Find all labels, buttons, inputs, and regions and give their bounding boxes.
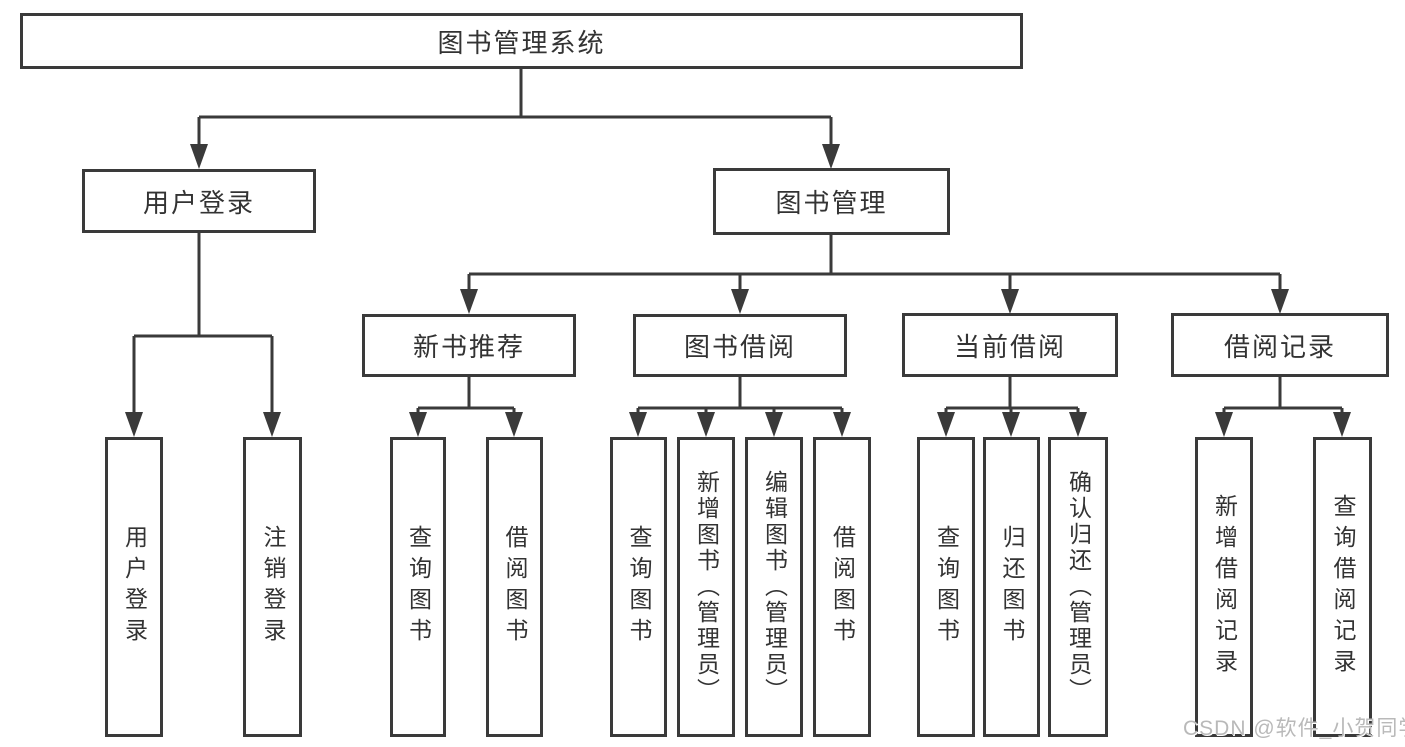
node-new-book-recommend: 新书推荐	[362, 314, 576, 377]
node-book-management: 图书管理	[713, 168, 950, 235]
watermark: CSDN @软件_小贺同学	[1183, 717, 1405, 740]
node-leaf-br-add-record: 新增借阅记录	[1195, 437, 1253, 737]
node-leaf-bb-borrow-books: 借阅图书	[813, 437, 871, 737]
node-leaf-user-login: 用户登录	[105, 437, 163, 737]
node-leaf-rec-borrow-books: 借阅图书	[486, 437, 543, 737]
node-leaf-br-query-record: 查询借阅记录	[1313, 437, 1372, 737]
node-user-login: 用户登录	[82, 169, 316, 233]
node-leaf-bb-add-books-admin: 新增图书（管理员）	[677, 437, 735, 737]
connector-borrow-records-to-leaves	[1215, 377, 1351, 437]
connector-new-book-rec-to-leaves	[409, 377, 523, 437]
node-leaf-bb-edit-books-admin: 编辑图书（管理员）	[745, 437, 803, 737]
connector-root-to-level2	[190, 69, 840, 169]
node-book-borrowing: 图书借阅	[633, 314, 847, 377]
node-borrowing-records: 借阅记录	[1171, 313, 1389, 377]
connector-user-login-to-leaves	[125, 233, 281, 437]
node-leaf-logout: 注销登录	[243, 437, 302, 737]
node-current-borrowing: 当前借阅	[902, 313, 1118, 377]
node-root-system: 图书管理系统	[20, 13, 1023, 69]
connector-current-borrow-to-leaves	[937, 377, 1087, 437]
node-leaf-cb-query-books: 查询图书	[917, 437, 975, 737]
node-leaf-cb-confirm-return-admin: 确认归还（管理员）	[1048, 437, 1108, 737]
connector-book-mgmt-to-level3	[460, 235, 1289, 314]
node-leaf-rec-query-books: 查询图书	[390, 437, 446, 737]
connector-book-borrow-to-leaves	[629, 377, 851, 437]
node-leaf-cb-return-books: 归还图书	[983, 437, 1040, 737]
node-leaf-bb-query-books: 查询图书	[610, 437, 667, 737]
